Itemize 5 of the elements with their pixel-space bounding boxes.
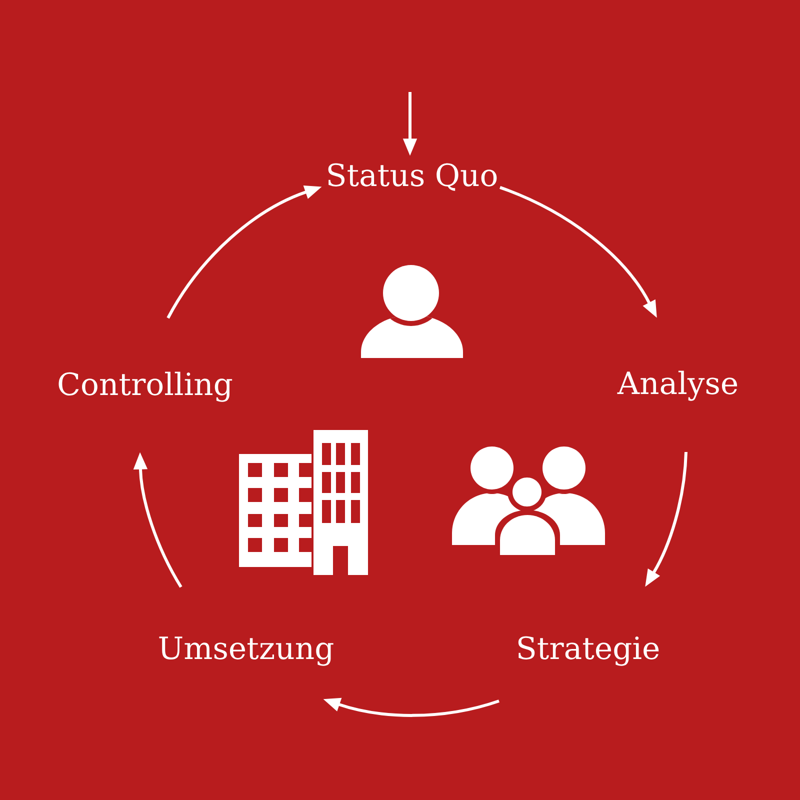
step-label: Umsetzung (159, 636, 334, 666)
step-label: Status Quo (328, 163, 497, 191)
step-label: Controlling (58, 372, 232, 402)
step-label: Analyse (617, 370, 738, 401)
step-label: Strategie (518, 636, 659, 666)
